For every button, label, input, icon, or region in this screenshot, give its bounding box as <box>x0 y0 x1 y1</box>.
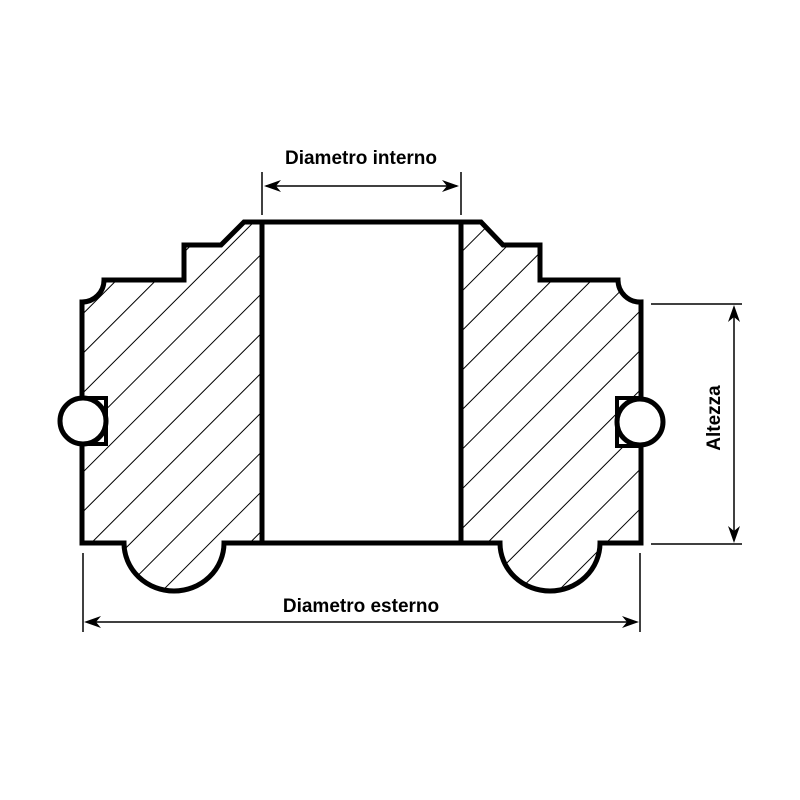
arrow-right-icon <box>622 616 639 628</box>
inner-diameter-dimension: Diametro interno <box>261 148 462 215</box>
outer-diameter-dimension: Diametro esterno <box>82 553 641 632</box>
arrow-right-icon <box>442 180 459 192</box>
right-section <box>461 222 641 591</box>
right-ball-groove <box>614 396 666 448</box>
height-dimension: Altezza <box>651 303 742 545</box>
part-outline <box>79 219 644 594</box>
arrow-left-icon <box>264 180 281 192</box>
right-section-hatch <box>461 222 641 591</box>
right-ball <box>614 396 666 448</box>
left-section-hatch <box>82 222 262 591</box>
arrow-down-icon <box>728 526 740 543</box>
arrow-left-icon <box>84 616 101 628</box>
arrow-up-icon <box>728 305 740 322</box>
inner-diameter-label: Diametro interno <box>285 148 437 169</box>
height-label: Altezza <box>704 385 725 451</box>
outer-diameter-label: Diametro esterno <box>283 596 439 617</box>
left-ball <box>57 395 109 447</box>
left-ball-groove <box>57 395 109 447</box>
left-section <box>82 222 262 591</box>
